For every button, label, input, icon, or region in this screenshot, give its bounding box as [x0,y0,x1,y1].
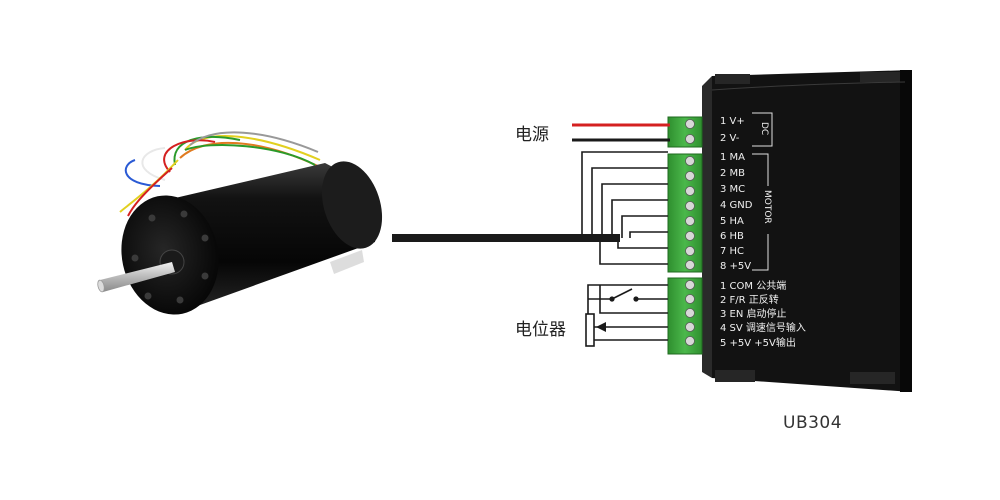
bldc-motor-icon [97,131,383,315]
motor-shaft [97,262,175,293]
control-pin-labels: 1 COM 公共端 2 F/R 正反转 3 EN 启动停止 4 SV 调速信号输… [720,279,806,349]
potentiometer-label: 电位器 [515,320,566,340]
motor-pin-label: 1 MA [720,152,745,163]
power-pin-label: 2 V- [720,133,740,144]
potentiometer-icon [585,313,668,347]
motor-lead-wires [119,131,323,217]
motor-pin-label: 3 MC [720,184,745,195]
control-wiring [587,284,668,341]
model-label: UB304 [783,413,842,433]
power-terminal-screws [685,119,695,144]
motor-side-label: MOTOR [762,190,772,224]
power-label: 电源 [515,125,549,145]
driver-body [702,70,912,392]
control-pin-label: 3 EN 启动停止 [720,307,787,320]
power-pin-labels: 1 V+ 2 V- DC [720,112,773,147]
power-pin-label: 1 V+ [720,116,745,127]
motor-pin-label: 7 HC [720,246,744,257]
motor-wires [581,151,668,265]
power-wires [572,123,670,142]
motor-pin-labels: 1 MA 2 MB 3 MC 4 GND 5 HA 6 HB 7 HC 8 +5… [720,152,774,272]
motor-pin-label: 4 GND [720,200,753,211]
dc-side-label: DC [759,122,769,135]
motor-pin-label: 6 HB [720,231,744,242]
motor-pin-label: 5 HA [720,216,744,227]
control-pin-label: 5 +5V +5V输出 [720,336,796,349]
control-pin-label: 4 SV 调速信号输入 [720,321,806,334]
motor-terminal-block [667,153,703,273]
control-pin-label: 2 F/R 正反转 [720,293,779,306]
power-terminal-block [667,116,703,148]
motor-pin-label: 8 +5V [720,261,751,272]
control-terminal-block [667,277,703,355]
switch-icon [609,288,639,302]
motor-pin-label: 2 MB [720,168,745,179]
control-pin-label: 1 COM 公共端 [720,279,786,292]
